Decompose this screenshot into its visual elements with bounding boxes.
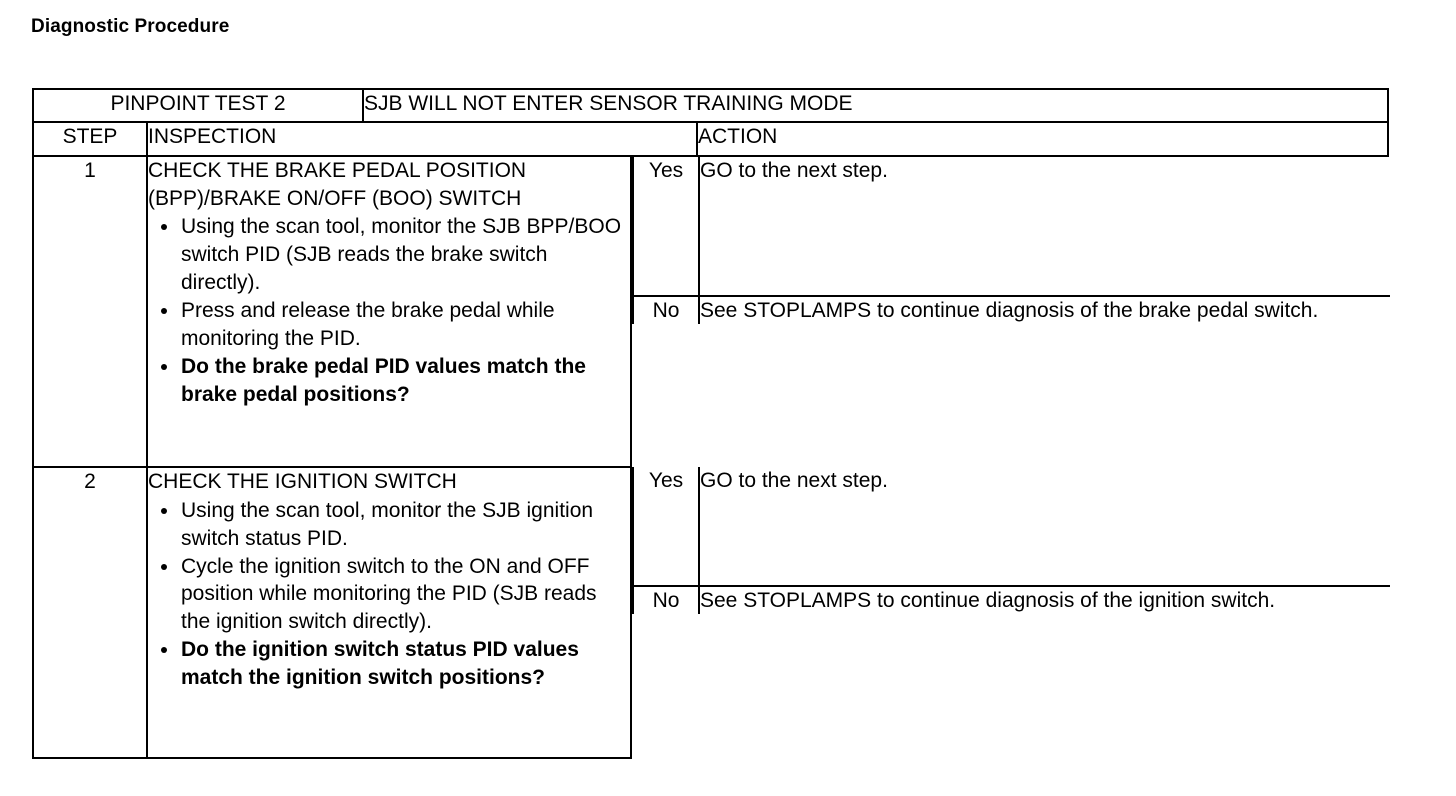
column-header-step: STEP	[32, 121, 148, 157]
action-text-yes: GO to the next step.	[699, 157, 1390, 297]
inspection-cell: CHECK THE BRAKE PEDAL POSITION (BPP)/BRA…	[146, 155, 632, 468]
action-text-no: See STOPLAMPS to continue diagnosis of t…	[700, 299, 1319, 322]
inspection-bullet-list: Using the scan tool, monitor the SJB BPP…	[148, 213, 630, 408]
inspection-bullet: Using the scan tool, monitor the SJB BPP…	[148, 213, 630, 297]
inspection-heading: CHECK THE BRAKE PEDAL POSITION (BPP)/BRA…	[148, 159, 527, 210]
inspection-bullet: Cycle the ignition switch to the ON and …	[148, 553, 630, 637]
step-number: 2	[32, 466, 148, 759]
action-text-no: See STOPLAMPS to continue diagnosis of t…	[700, 589, 1276, 612]
table-header-row: STEP INSPECTION ACTION	[32, 121, 1390, 157]
action-row-yes: Yes GO to the next step.	[632, 157, 1390, 297]
answer-label-yes: Yes	[632, 467, 700, 587]
inspection-bullet: Press and release the brake pedal while …	[148, 297, 630, 353]
table-title-row: PINPOINT TEST 2 SJB WILL NOT ENTER SENSO…	[32, 88, 1390, 123]
pinpoint-test-title: SJB WILL NOT ENTER SENSOR TRAINING MODE	[361, 88, 1390, 123]
answer-label-no: No	[632, 586, 700, 615]
action-split-table: Yes GO to the next step. No See STOPLAMP…	[632, 467, 1390, 615]
table-row: 2 CHECK THE IGNITION SWITCH Using the sc…	[32, 466, 1390, 759]
answer-label-yes: Yes	[632, 157, 700, 297]
inspection-bullet-question: Do the brake pedal PID values match the …	[148, 353, 630, 409]
answer-label-no: No	[632, 296, 700, 325]
pinpoint-test-table: PINPOINT TEST 2 SJB WILL NOT ENTER SENSO…	[32, 88, 1390, 759]
inspection-bullet: Using the scan tool, monitor the SJB ign…	[148, 497, 630, 553]
step-number: 1	[32, 155, 148, 468]
action-row-no: No See STOPLAMPS to continue diagnosis o…	[632, 296, 1390, 325]
table-row: 1 CHECK THE BRAKE PEDAL POSITION (BPP)/B…	[32, 155, 1390, 468]
column-header-action: ACTION	[695, 121, 1390, 157]
inspection-heading: CHECK THE IGNITION SWITCH	[148, 470, 457, 493]
pinpoint-test-id: PINPOINT TEST 2	[32, 88, 364, 123]
action-row-yes: Yes GO to the next step.	[632, 467, 1390, 587]
action-group: Yes GO to the next step. No See STOPLAMP…	[631, 156, 1390, 467]
action-group: Yes GO to the next step. No See STOPLAMP…	[631, 467, 1390, 758]
action-row-no: No See STOPLAMPS to continue diagnosis o…	[632, 586, 1390, 615]
column-header-inspection: INSPECTION	[146, 121, 698, 157]
action-text-yes: GO to the next step.	[699, 467, 1390, 587]
action-split-table: Yes GO to the next step. No See STOPLAMP…	[632, 157, 1390, 325]
page-title: Diagnostic Procedure	[31, 16, 230, 37]
inspection-cell: CHECK THE IGNITION SWITCH Using the scan…	[146, 466, 632, 759]
inspection-bullet-question: Do the ignition switch status PID values…	[148, 636, 630, 692]
inspection-bullet-list: Using the scan tool, monitor the SJB ign…	[148, 497, 630, 692]
